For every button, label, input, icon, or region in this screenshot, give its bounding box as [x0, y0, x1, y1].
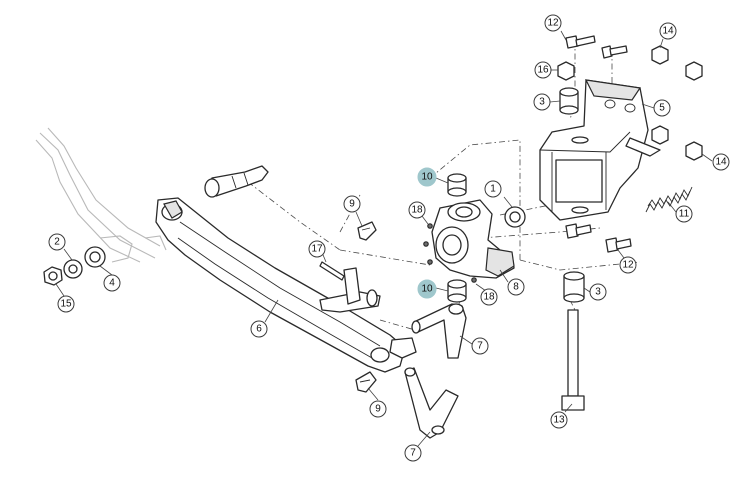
callout-1: 1 [484, 180, 502, 198]
callout-12-lower: 12 [619, 256, 637, 274]
callout-16: 16 [534, 61, 552, 79]
callout-12-upper: 12 [544, 14, 562, 32]
svg-text:9: 9 [375, 404, 381, 415]
spindle-knuckle [431, 199, 515, 279]
washer-2 [63, 259, 83, 279]
svg-text:18: 18 [411, 205, 423, 216]
svg-text:9: 9 [349, 199, 355, 210]
callout-5: 5 [653, 99, 671, 117]
bolt-12-mid [601, 45, 628, 59]
callout-18-lower: 18 [480, 288, 498, 306]
arm-7-upper [411, 303, 467, 359]
svg-text:6: 6 [256, 324, 262, 335]
callout-8: 8 [507, 278, 525, 296]
svg-text:10: 10 [421, 172, 433, 183]
callout-9-lower: 9 [369, 400, 387, 418]
leader-lines [55, 30, 713, 447]
svg-text:7: 7 [410, 448, 416, 459]
nut-14-c [651, 125, 669, 145]
spring-11 [645, 186, 693, 213]
axle-beam [155, 197, 406, 373]
svg-text:18: 18 [483, 292, 495, 303]
bushing-3-upper [559, 87, 579, 115]
callout-11: 11 [675, 205, 693, 223]
callout-18-upper: 18 [408, 201, 426, 219]
callout-15: 15 [57, 295, 75, 313]
callout-7-upper: 7 [471, 337, 489, 355]
callout-9-upper: 9 [343, 195, 361, 213]
svg-text:11: 11 [679, 209, 690, 220]
pivot-pin [204, 165, 269, 198]
callout-13: 13 [550, 411, 568, 429]
grease-fittings-18 [423, 223, 477, 283]
callout-10-upper: 10 [417, 167, 437, 187]
svg-text:14: 14 [715, 157, 727, 168]
deck-outline-ghost [35, 127, 167, 263]
nut-14-a [651, 45, 669, 65]
svg-text:13: 13 [553, 415, 565, 426]
svg-text:12: 12 [622, 260, 634, 271]
bolt-12-lower-b [605, 237, 632, 253]
svg-text:10: 10 [421, 284, 433, 295]
long-bolt-13 [561, 309, 585, 411]
pin-17 [319, 261, 345, 281]
bolt-12-lower-a [565, 223, 592, 239]
callout-17: 17 [308, 240, 326, 258]
mounting-bracket-5 [539, 79, 661, 221]
svg-text:16: 16 [537, 65, 549, 76]
nut-16 [557, 61, 575, 81]
washer-1 [504, 206, 526, 228]
bushing-10-lower [447, 279, 467, 303]
svg-text:5: 5 [659, 103, 665, 114]
callout-6: 6 [250, 320, 268, 338]
nut-14-d [685, 141, 703, 161]
washer-4 [84, 246, 106, 268]
svg-text:4: 4 [109, 278, 115, 289]
nut-15 [43, 266, 63, 286]
callout-4: 4 [103, 274, 121, 292]
svg-text:15: 15 [60, 299, 72, 310]
svg-text:3: 3 [595, 287, 601, 298]
callouts: 1 2 3 3 4 5 6 7 7 8 9 9 10 10 11 12 12 1… [48, 14, 730, 462]
svg-text:17: 17 [311, 244, 323, 255]
svg-text:12: 12 [547, 18, 559, 29]
svg-text:7: 7 [477, 341, 483, 352]
callout-2: 2 [48, 233, 66, 251]
bushing-10-upper [447, 173, 467, 197]
callout-10-lower: 10 [417, 279, 437, 299]
bolt-12-upper [565, 35, 596, 49]
nut-14-b [685, 61, 703, 81]
clip-9-lower [355, 371, 377, 393]
svg-text:3: 3 [539, 97, 545, 108]
bushing-3-lower [563, 271, 585, 303]
arm-7-lower [404, 367, 459, 439]
svg-text:1: 1 [490, 184, 496, 195]
callout-14-upper: 14 [659, 22, 677, 40]
svg-text:8: 8 [513, 282, 519, 293]
callout-3-upper: 3 [533, 93, 551, 111]
callout-7-lower: 7 [404, 444, 422, 462]
callout-3-lower: 3 [589, 283, 607, 301]
steering-link [319, 267, 417, 359]
svg-text:14: 14 [662, 26, 674, 37]
clip-9-upper [357, 221, 377, 241]
callout-14-lower: 14 [712, 153, 730, 171]
svg-text:2: 2 [54, 237, 60, 248]
